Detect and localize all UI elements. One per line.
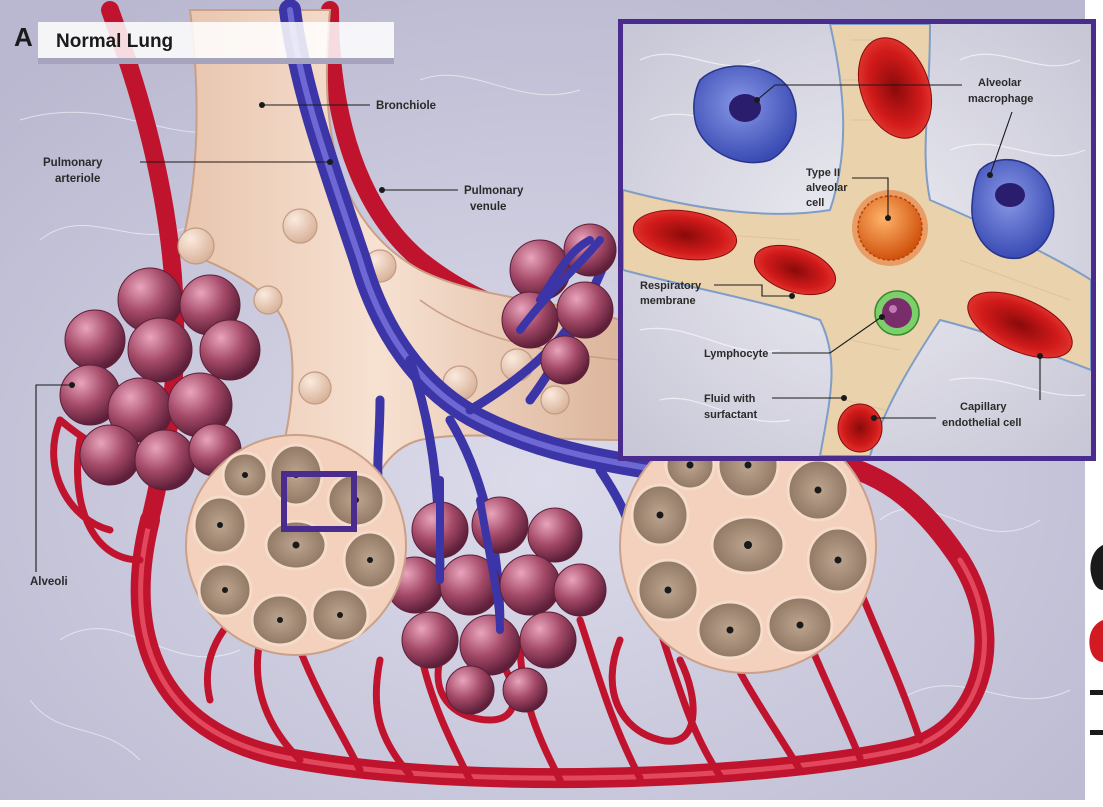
- label-alveolar-macrophage-line2: macrophage: [968, 93, 1033, 105]
- panel-title: Normal Lung: [56, 31, 173, 52]
- panel-title-banner: A Normal Lung: [14, 22, 394, 64]
- label-fluid-surfactant-line1: Fluid with: [704, 393, 756, 405]
- magnified-inset: Alveolar macrophage Type II alveolar cel…: [618, 19, 1096, 461]
- label-type-ii-cell-line2: alveolar: [806, 182, 848, 194]
- label-respiratory-membrane-line1: Respiratory: [640, 280, 702, 292]
- type-ii-alveolar-cell: [852, 190, 928, 266]
- label-alveolar-macrophage-line1: Alveolar: [978, 77, 1022, 89]
- label-capillary-endothelial-line2: endothelial cell: [942, 417, 1021, 429]
- label-lymphocyte: Lymphocyte: [704, 348, 768, 360]
- label-bronchiole: Bronchiole: [376, 100, 436, 112]
- label-capillary-endothelial-line1: Capillary: [960, 401, 1007, 413]
- panel-letter: A: [14, 22, 33, 52]
- alveolar-sac-cross-section-left: [186, 435, 406, 655]
- label-type-ii-cell-line1: Type II: [806, 167, 840, 179]
- lymphocyte: [875, 291, 919, 335]
- label-pulmonary-arteriole-line2: arteriole: [55, 173, 100, 185]
- label-pulmonary-venule-line1: Pulmonary: [464, 185, 524, 197]
- label-respiratory-membrane-line2: membrane: [640, 295, 696, 307]
- label-pulmonary-venule-line2: venule: [470, 201, 506, 213]
- label-type-ii-cell-line3: cell: [806, 197, 824, 209]
- label-pulmonary-arteriole-line1: Pulmonary: [43, 157, 103, 169]
- label-fluid-surfactant-line2: surfactant: [704, 409, 758, 421]
- label-alveoli: Alveoli: [30, 576, 68, 588]
